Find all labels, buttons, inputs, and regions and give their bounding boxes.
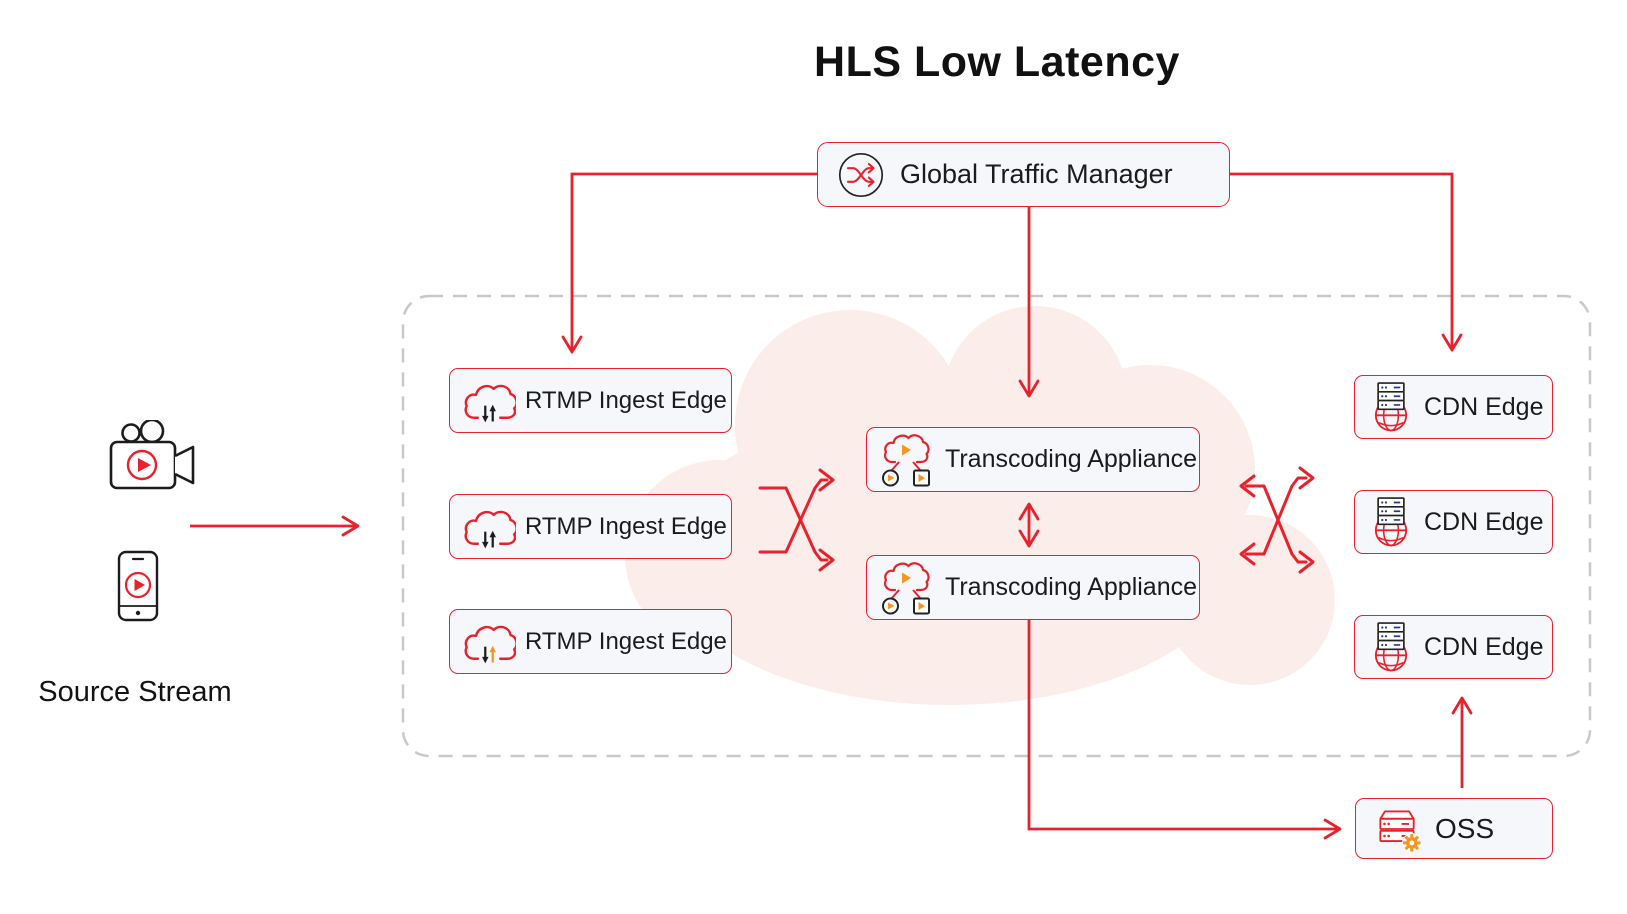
node-transcoding-appliance-1: Transcoding Appliance [866,427,1200,492]
cloud-updown-icon [464,625,516,663]
oss-label: OSS [1435,812,1495,844]
gear-icon [1403,833,1421,852]
cloud-updown-icon [464,510,516,548]
server-globe-icon [1374,622,1408,672]
cloud-transcode-icon [882,561,930,614]
node-global-traffic-manager: Global Traffic Manager [817,142,1230,207]
node-cdn-edge-1: CDN Edge [1354,375,1553,439]
source-stream-label: Source Stream [38,676,232,708]
node-rtmp-ingest-edge-1: RTMP Ingest Edge [449,368,732,433]
crossover-transcoding-cdn-icon [1239,466,1315,574]
crossover-ingest-transcoding-icon [758,468,835,572]
gtm-label: Global Traffic Manager [900,159,1173,189]
diagram-title: HLS Low Latency [814,38,1180,86]
cdn-label: CDN Edge [1424,632,1544,661]
server-gear-icon [1379,809,1422,853]
cdn-label: CDN Edge [1424,507,1544,536]
node-cdn-edge-3: CDN Edge [1354,615,1553,679]
rtmp-label: RTMP Ingest Edge [525,512,727,540]
transcoding-label: Transcoding Appliance [945,445,1198,473]
transcoding-label: Transcoding Appliance [945,573,1198,601]
arrow-transcoding2-to-oss [1027,620,1342,840]
video-camera-icon [109,420,195,490]
arrow-gtm-to-ingest1 [561,172,817,354]
rtmp-label: RTMP Ingest Edge [525,627,727,655]
cloud-updown-icon [464,384,516,422]
cdn-label: CDN Edge [1424,392,1544,421]
shuffle-circle-icon [838,152,884,197]
node-oss: OSS [1355,798,1553,859]
smartphone-icon [117,550,159,622]
node-rtmp-ingest-edge-2: RTMP Ingest Edge [449,494,732,559]
node-transcoding-appliance-2: Transcoding Appliance [866,555,1200,620]
server-globe-icon [1374,497,1408,547]
cloud-transcode-icon [882,433,930,486]
node-rtmp-ingest-edge-3: RTMP Ingest Edge [449,609,732,674]
node-cdn-edge-2: CDN Edge [1354,490,1553,554]
arrow-gtm-to-cdn1 [1230,172,1463,352]
rtmp-label: RTMP Ingest Edge [525,386,727,414]
server-globe-icon [1374,382,1408,432]
